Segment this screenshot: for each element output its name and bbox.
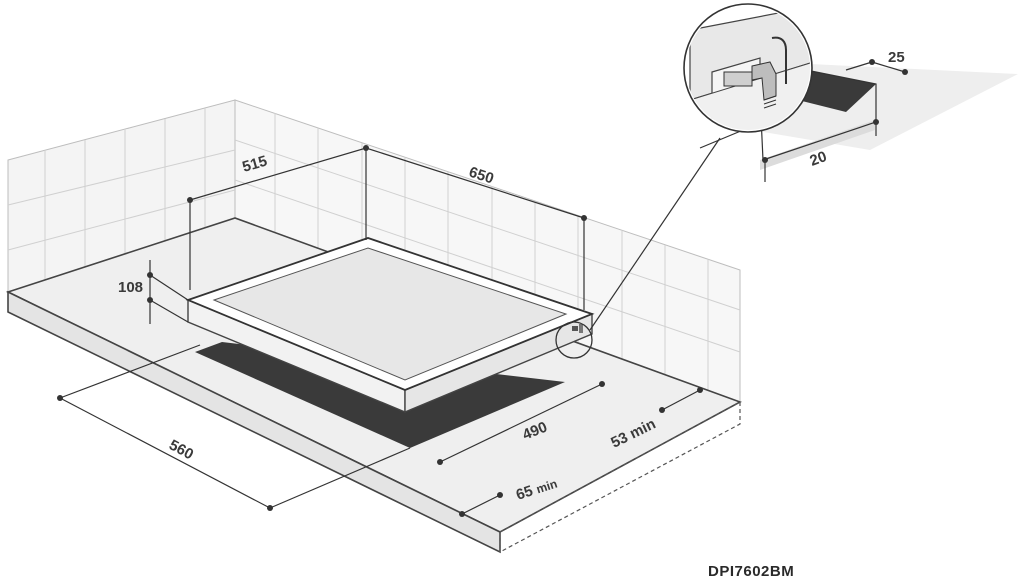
dimension-650: 650 xyxy=(467,164,496,188)
wall-tile-grid xyxy=(7,108,741,392)
dimension-560: 560 xyxy=(166,437,196,464)
dimension-515: 515 xyxy=(240,153,269,176)
inset-gas-pipe xyxy=(723,71,753,87)
hob-glass-surface xyxy=(212,247,568,381)
worktop-extension-dashed xyxy=(499,400,741,553)
dimension-65-unit: min xyxy=(534,476,559,496)
detail-callout-circle xyxy=(555,321,593,359)
dimension-dots xyxy=(57,145,703,517)
dimension-108: 108 xyxy=(118,279,143,296)
inset-hook xyxy=(771,36,787,84)
dimension-lines xyxy=(59,147,701,515)
model-label: DPI7602BM xyxy=(708,563,794,580)
worktop-front-edge xyxy=(7,290,501,554)
callout-leader-line-1 xyxy=(589,137,721,331)
dimension-20: 20 xyxy=(808,148,829,170)
gas-connector-small xyxy=(572,324,583,333)
dimension-65-value: 65 xyxy=(514,482,535,503)
wall xyxy=(7,99,741,403)
dimension-25: 25 xyxy=(888,49,905,66)
dimension-65-min: 65 min xyxy=(514,475,559,504)
svg-text:65 min: 65 min xyxy=(514,475,559,504)
hob xyxy=(185,127,749,414)
